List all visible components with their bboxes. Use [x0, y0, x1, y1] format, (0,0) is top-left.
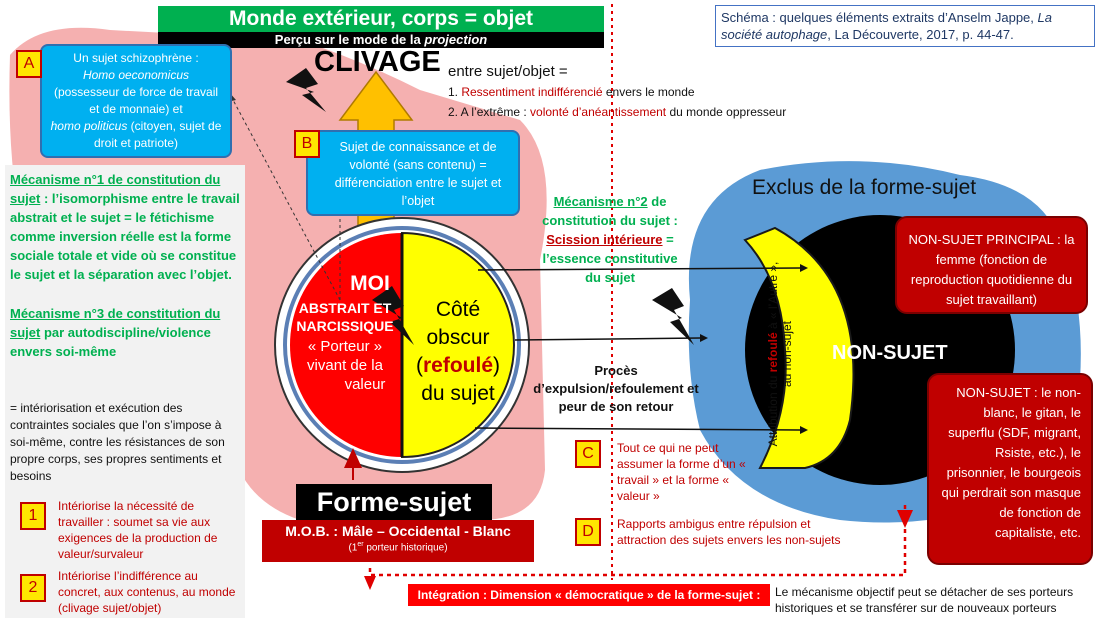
mecanisme-objectif-text: Le mécanisme objectif peut se détacher d… — [775, 585, 1074, 615]
attribution-text: Attribution du refoulé à « l’Autre », au… — [766, 261, 794, 447]
forme-sujet-inner-ring — [283, 226, 521, 464]
item-2-badge: 2 — [20, 574, 46, 602]
non-sujet-center-label: NON-SUJET — [832, 342, 948, 364]
lightning-icon-top — [286, 68, 326, 112]
clivage-subtitle: entre sujet/objet = — [448, 63, 568, 80]
header-title: Monde extérieur, corps = objet — [158, 6, 604, 32]
item-2-text: Intériorise l’indifférence au concret, a… — [58, 569, 236, 615]
box-a: Un sujet schizophrène : Homo oeconomicus… — [40, 44, 232, 158]
mob-box: M.O.B. : Mâle – Occidental - Blanc (1er … — [262, 520, 534, 562]
box-b: Sujet de connaissance et de volonté (san… — [306, 130, 520, 216]
cote-obscur-half — [401, 231, 515, 459]
lightning-icon-center — [372, 286, 414, 345]
interiorisation-text: = intériorisation et exécution des contr… — [10, 401, 225, 483]
letter-c-badge: C — [575, 440, 601, 468]
mechanism-3: Mécanisme n°3 de constitution du sujet p… — [10, 306, 221, 359]
clivage-item-1: 1. Ressentiment indifférencié envers le … — [448, 85, 695, 99]
header-subtitle: Perçu sur le mode de la projection — [158, 32, 604, 48]
lightning-icon-right — [652, 288, 694, 345]
integration-path — [368, 505, 907, 577]
letter-d-badge: D — [575, 518, 601, 546]
clivage-item-2: 2. A l’extrême : volonté d’anéantissemen… — [448, 105, 787, 119]
integration-box: Intégration : Dimension « démocratique »… — [408, 584, 770, 606]
mechanism-2: Mécanisme n°2 de constitution du sujet :… — [542, 194, 678, 285]
non-sujet-principal-box: NON-SUJET PRINCIPAL : la femme (fonction… — [895, 216, 1088, 314]
yellow-crescent — [743, 226, 855, 469]
mechanism-1: Mécanisme n°1 de constitution du sujet :… — [10, 172, 240, 282]
proces-text: Procès d’expulsion/refoulement et peur d… — [533, 363, 699, 414]
red-arrowhead — [344, 448, 362, 468]
letter-a-badge: A — [16, 50, 42, 78]
item-1-text: Intériorise la nécessité de travailler :… — [58, 499, 218, 561]
cote-obscur-label: Côté obscur (refoulé) du sujet — [415, 298, 500, 405]
moi-half — [290, 233, 402, 457]
left-panel — [5, 165, 245, 618]
letter-b-badge: B — [294, 130, 320, 158]
item-d-text: Rapports ambigus entre répulsion et attr… — [617, 517, 841, 547]
non-sujet-list-box: NON-SUJET : le non-blanc, le gitan, le s… — [927, 373, 1093, 565]
item-1-badge: 1 — [20, 502, 46, 530]
moi-label: MOI ABSTRAIT ET NARCISSIQUE « Porteur » … — [296, 272, 394, 393]
item-c-text: Tout ce qui ne peut assumer la forme d’u… — [617, 441, 746, 503]
exclus-title: Exclus de la forme-sujet — [752, 176, 977, 199]
clivage-title: CLIVAGE — [314, 46, 441, 78]
forme-sujet-label: Forme-sujet — [296, 484, 492, 520]
source-citation: Schéma : quelques éléments extraits d’An… — [715, 5, 1095, 47]
